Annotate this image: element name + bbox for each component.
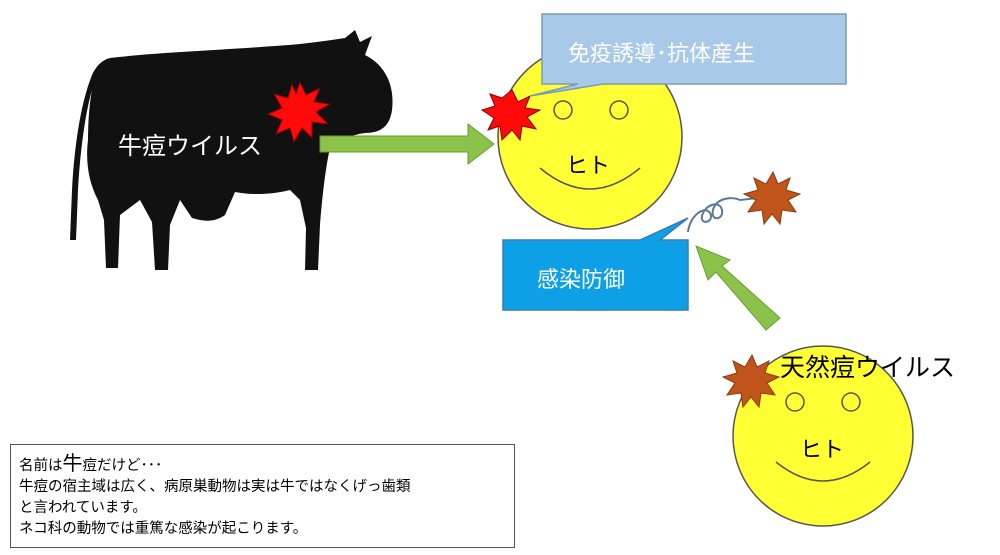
human-face-bottom: [732, 345, 914, 527]
cowpox-label: 牛痘ウイルス: [118, 132, 262, 160]
virus-trail-squiggle: [687, 197, 759, 233]
note-line-2: 牛痘の宿主域は広く、病原巣動物は実は牛ではなくげっ歯類: [19, 479, 411, 495]
cowpox-virus-icon: [266, 80, 332, 144]
callout-mid-shape: [502, 217, 689, 311]
note-line-3: と言われています。: [19, 500, 147, 516]
human-bottom-label: ヒト: [800, 438, 845, 463]
variola-label: 天然痘ウイルス: [780, 353, 956, 382]
vaccine-virus-icon: [480, 89, 542, 142]
note-line-1: 名前は牛痘だけど･･･: [19, 451, 163, 475]
cow-silhouette: [70, 30, 393, 270]
note-line-4: ネコ科の動物では重篤な感染が起こります。: [19, 521, 308, 537]
variola-virus-icon: [742, 170, 802, 226]
note-box: 名前は牛痘だけど･･･ 牛痘の宿主域は広く、病原巣動物は実は牛ではなくげっ歯類 …: [10, 444, 515, 548]
infection-protection-label: 感染防御: [537, 268, 626, 293]
immune-induction-label: 免疫誘導･抗体産生: [568, 42, 756, 67]
variola-virus-icon: [721, 353, 781, 409]
transmission-arrow: [319, 122, 495, 166]
callout-top-shape: [529, 13, 847, 97]
infection-arrow: [695, 245, 781, 331]
human-top-label: ヒト: [566, 154, 611, 179]
